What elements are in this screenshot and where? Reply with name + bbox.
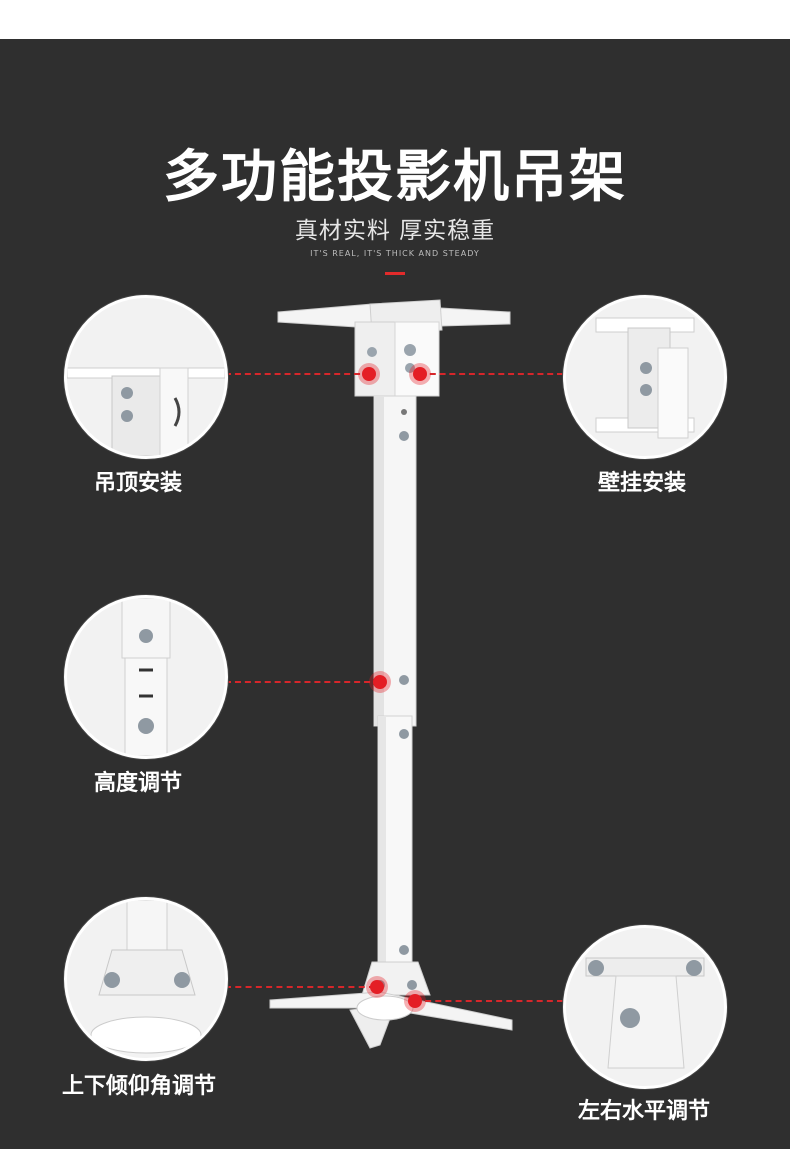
tilt-hotspot[interactable] — [370, 980, 384, 994]
ceiling-mount-label: 吊顶安装 — [94, 471, 183, 496]
ceiling-mount-callout — [64, 295, 228, 459]
swivel-adjust-label: 左右水平调节 — [578, 1099, 711, 1124]
english-tagline: IT'S REAL, IT'S THICK AND STEADY — [310, 249, 480, 258]
height-hotspot[interactable] — [373, 675, 387, 689]
accent-divider — [385, 272, 405, 275]
swivel-hotspot[interactable] — [408, 994, 422, 1008]
height-adjust-callout — [64, 595, 228, 759]
ceiling-leader-line — [225, 373, 370, 375]
height-adjust-label: 高度调节 — [94, 771, 183, 796]
wall-hotspot[interactable] — [413, 367, 427, 381]
tilt-adjust-detail-icon — [90, 900, 202, 1054]
ceiling-mount-detail-icon — [67, 367, 225, 456]
swivel-adjust-detail-icon — [585, 957, 705, 1069]
height-adjust-detail-icon — [121, 598, 171, 756]
ceiling-hotspot[interactable] — [362, 367, 376, 381]
swivel-leader-line — [415, 1000, 563, 1002]
tilt-leader-line — [225, 986, 375, 988]
tilt-adjust-label: 上下倾仰角调节 — [62, 1074, 217, 1099]
wall-mount-callout — [563, 295, 727, 459]
wall-leader-line — [420, 373, 563, 375]
page-title: 多功能投影机吊架 — [163, 145, 627, 210]
page-subtitle: 真材实料 厚实稳重 — [294, 218, 496, 244]
swivel-adjust-callout — [563, 925, 727, 1089]
tilt-adjust-callout — [64, 897, 228, 1061]
wall-mount-detail-icon — [595, 317, 695, 439]
wall-mount-label: 壁挂安装 — [598, 471, 687, 496]
height-leader-line — [225, 681, 380, 683]
